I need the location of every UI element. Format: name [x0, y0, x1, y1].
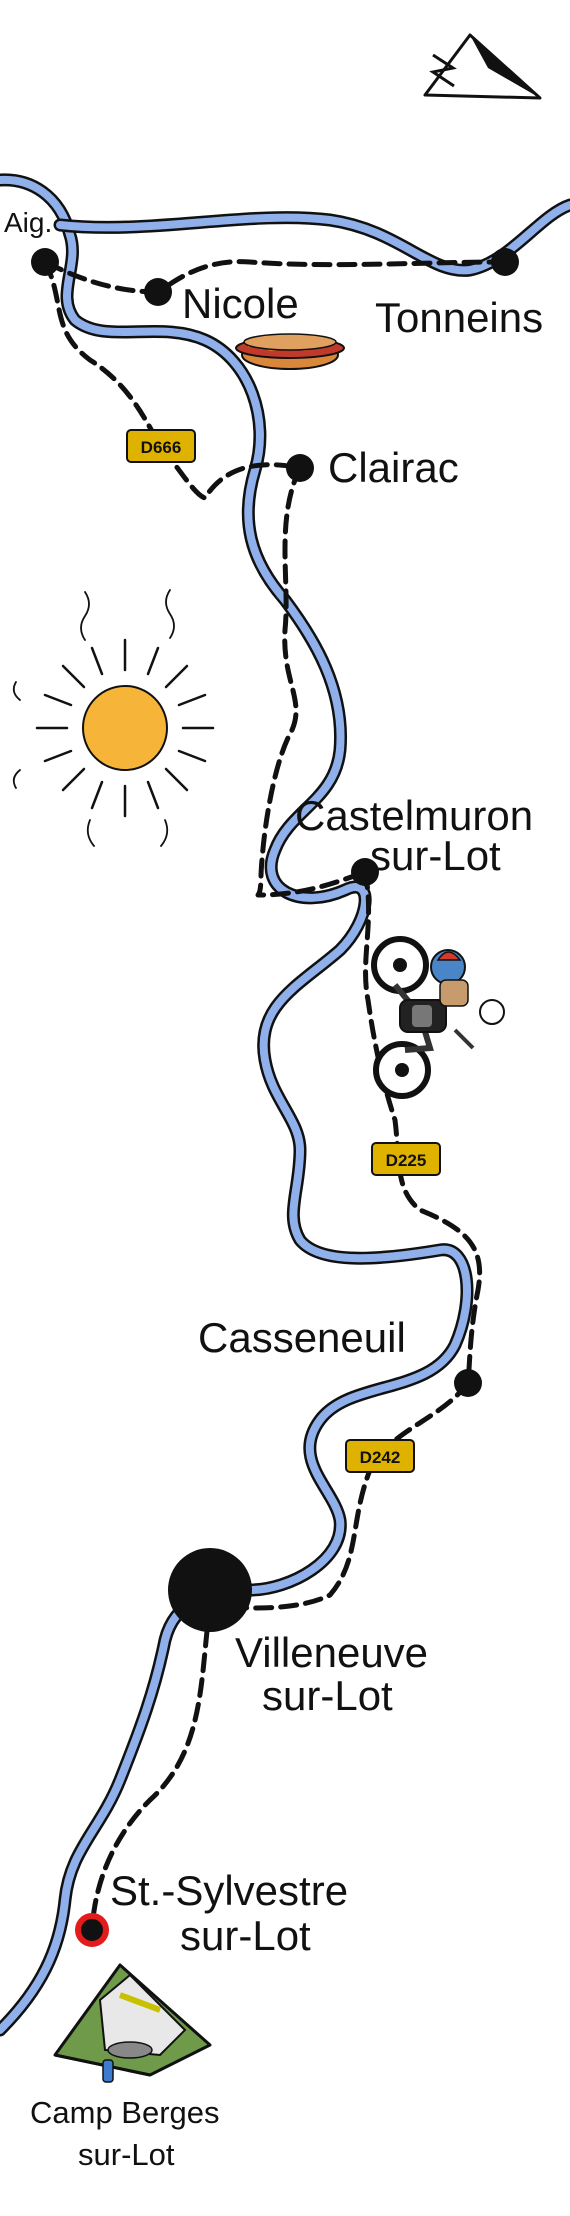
town-dot-casseneuil	[454, 1369, 482, 1397]
label-sylvestre-line2: sur-Lot	[180, 1912, 311, 1959]
motorcycle-icon	[371, 936, 505, 1099]
town-dot-castelmuron	[351, 858, 379, 886]
road-sign-d666: D666	[126, 429, 196, 463]
river-garonne-water	[56, 201, 570, 275]
town-markers	[31, 248, 519, 1947]
town-dot-tonneins	[491, 248, 519, 276]
road-sign-d225-label: D225	[386, 1151, 427, 1170]
compass-north-arrow-icon	[423, 33, 542, 100]
town-dot-villeneuve	[168, 1548, 252, 1632]
town-dot-sylvestre-start	[75, 1913, 109, 1947]
town-dot-aiguillon	[31, 248, 59, 276]
road-sign-d242-label: D242	[360, 1448, 401, 1467]
label-sylvestre-line1: St.-Sylvestre	[110, 1867, 348, 1914]
road-sign-d242: D242	[345, 1439, 415, 1473]
label-casseneuil: Casseneuil	[198, 1314, 406, 1361]
label-villeneuve-line1: Villeneuve	[235, 1629, 428, 1676]
label-castelmuron-line2: sur-Lot	[370, 832, 501, 879]
route-segment-villeneuve-sylvestre	[89, 1602, 213, 1933]
label-tonneins: Tonneins	[375, 294, 543, 341]
label-castelmuron-line1: Castelmuron	[295, 792, 533, 839]
label-clairac: Clairac	[328, 444, 459, 491]
tent-icon	[53, 1963, 212, 2083]
label-villeneuve-line2: sur-Lot	[262, 1672, 393, 1719]
town-dot-clairac	[286, 454, 314, 482]
route-segment-casseneuil-villeneuve	[207, 1380, 471, 1611]
road-sign-d666-label: D666	[141, 438, 182, 457]
sun-icon	[12, 589, 215, 847]
river-lot	[0, 173, 570, 2037]
label-camp-line2: sur-Lot	[78, 2137, 175, 2172]
town-dot-nicole	[144, 278, 172, 306]
road-sign-d225: D225	[371, 1142, 441, 1176]
route-segment-tonneins-nicole	[155, 259, 508, 295]
label-nicole: Nicole	[182, 280, 299, 327]
hotdog-icon	[235, 333, 345, 370]
label-aiguillon: Aig.	[4, 207, 52, 238]
label-camp-line1: Camp Berges	[30, 2095, 220, 2130]
